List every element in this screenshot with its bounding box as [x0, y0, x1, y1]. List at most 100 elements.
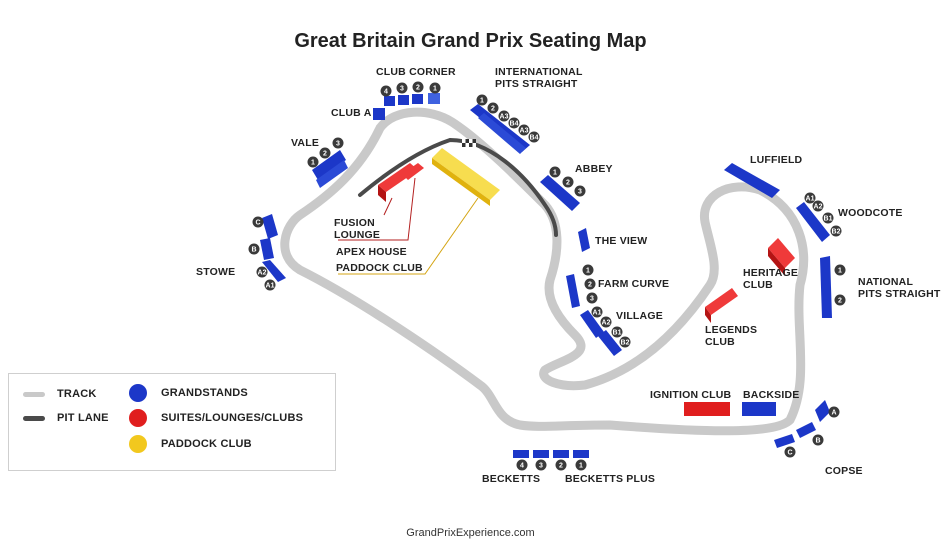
- vale-grandstands: [312, 150, 348, 188]
- paddock-leader-line: [338, 197, 479, 275]
- luffield-grandstand: [724, 163, 780, 198]
- svg-text:C: C: [787, 450, 792, 457]
- footer-credit: GrandPrixExperience.com: [406, 527, 535, 539]
- fusion-leader-line: [383, 197, 393, 216]
- svg-text:A3: A3: [520, 128, 529, 135]
- label-stowe: STOWE: [196, 266, 235, 278]
- apex-leader-line: [338, 177, 416, 241]
- label-heritage-2: CLUB: [743, 279, 773, 291]
- svg-text:3: 3: [400, 86, 404, 93]
- svg-text:3: 3: [539, 463, 543, 470]
- international-grandstands: [470, 104, 530, 154]
- svg-text:2: 2: [559, 463, 563, 470]
- svg-text:1: 1: [579, 463, 583, 470]
- svg-text:2: 2: [323, 151, 327, 158]
- club-corner-grandstands: [384, 93, 440, 106]
- badge-group-farm-curve: 1 2 3: [582, 264, 598, 304]
- svg-text:A1: A1: [266, 283, 275, 290]
- svg-text:B: B: [251, 247, 256, 254]
- badge-group-woodcote: A1 A2 B1 B2: [804, 192, 842, 237]
- label-becketts: BECKETTS: [482, 473, 540, 485]
- svg-text:A3: A3: [500, 114, 509, 121]
- label-village: VILLAGE: [616, 310, 663, 322]
- label-the-view: THE VIEW: [595, 235, 647, 247]
- badge-group-stowe: C B A2 A1: [248, 216, 276, 291]
- club-a-grandstand: [373, 108, 385, 120]
- badge-group-national: 1 2: [834, 264, 846, 306]
- svg-text:A1: A1: [806, 196, 815, 203]
- svg-text:3: 3: [590, 296, 594, 303]
- legend: TRACK PIT LANE GRANDSTANDS SUITES/LOUNGE…: [8, 373, 336, 471]
- apex-house-building: [402, 163, 424, 180]
- map-title: Great Britain Grand Prix Seating Map: [294, 30, 647, 52]
- label-abbey: ABBEY: [575, 163, 613, 175]
- paddock-club-building: [432, 148, 500, 206]
- paddock-swatch: [129, 435, 147, 453]
- label-luffield: LUFFIELD: [750, 154, 803, 166]
- label-copse: COPSE: [825, 465, 863, 477]
- legend-paddock: PADDOCK CLUB: [129, 435, 252, 453]
- legend-pit-lane-label: PIT LANE: [57, 412, 109, 424]
- badge-group-copse: A B C: [784, 406, 840, 458]
- national-grandstands: [820, 256, 832, 318]
- label-woodcote: WOODCOTE: [838, 207, 903, 219]
- badge-group-club-corner: 4 3 2 1: [380, 81, 441, 97]
- svg-text:2: 2: [588, 282, 592, 289]
- label-vale: VALE: [291, 137, 319, 149]
- label-legends-2: CLUB: [705, 336, 735, 348]
- badge-group-village: A1 A2 B1 B2: [591, 306, 631, 348]
- becketts-grandstands: [513, 450, 589, 458]
- label-international-1: INTERNATIONAL: [495, 66, 583, 78]
- stowe-grandstands: [260, 214, 286, 282]
- svg-text:B4: B4: [530, 135, 539, 142]
- label-heritage-1: HERITAGE: [743, 267, 798, 279]
- heritage-club-building: [768, 238, 795, 276]
- svg-text:B1: B1: [824, 216, 833, 223]
- label-fusion-2: LOUNGE: [334, 229, 380, 241]
- label-apex-house: APEX HOUSE: [336, 246, 407, 258]
- pit-lane: [358, 137, 558, 237]
- label-fusion-1: FUSION: [334, 217, 375, 229]
- copse-grandstands: [774, 400, 830, 448]
- badge-group-abbey: 1 2 3: [549, 166, 586, 197]
- badge-group-vale: 1 2 3: [307, 137, 344, 168]
- abbey-grandstands: [540, 175, 580, 211]
- svg-text:1: 1: [433, 86, 437, 93]
- village-grandstands: [580, 310, 622, 356]
- svg-text:4: 4: [520, 463, 524, 470]
- backside-grandstand: [742, 402, 776, 416]
- woodcote-grandstands: [796, 202, 830, 242]
- svg-text:A2: A2: [814, 204, 823, 211]
- svg-text:1: 1: [553, 170, 557, 177]
- badge-group-international: 1 2 A3 B4 A3 B4: [476, 94, 540, 143]
- label-national-2: PITS STRAIGHT: [858, 288, 941, 300]
- label-farm-curve: FARM CURVE: [598, 278, 669, 290]
- svg-text:2: 2: [838, 298, 842, 305]
- svg-text:A: A: [831, 410, 836, 417]
- svg-text:1: 1: [480, 98, 484, 105]
- svg-text:B: B: [815, 438, 820, 445]
- svg-text:4: 4: [384, 89, 388, 96]
- svg-text:2: 2: [566, 180, 570, 187]
- svg-text:3: 3: [578, 189, 582, 196]
- legend-track-label: TRACK: [57, 388, 97, 400]
- pit-lane-swatch: [23, 415, 45, 421]
- legends-club-building: [705, 288, 738, 323]
- label-paddock-club: PADDOCK CLUB: [336, 262, 423, 274]
- ignition-club-building: [684, 402, 730, 416]
- label-ignition-club: IGNITION CLUB: [650, 389, 732, 401]
- grandstand-swatch: [129, 384, 147, 402]
- svg-text:2: 2: [416, 85, 420, 92]
- svg-text:A2: A2: [602, 320, 611, 327]
- svg-text:1: 1: [838, 268, 842, 275]
- legend-track: TRACK: [23, 388, 97, 400]
- legend-grandstands: GRANDSTANDS: [129, 384, 248, 402]
- legend-pit-lane: PIT LANE: [23, 412, 109, 424]
- legend-paddock-label: PADDOCK CLUB: [161, 438, 252, 450]
- legend-suites-label: SUITES/LOUNGES/CLUBS: [161, 412, 304, 424]
- svg-text:2: 2: [491, 106, 495, 113]
- svg-text:3: 3: [336, 141, 340, 148]
- svg-text:B1: B1: [613, 330, 622, 337]
- svg-text:B2: B2: [621, 340, 630, 347]
